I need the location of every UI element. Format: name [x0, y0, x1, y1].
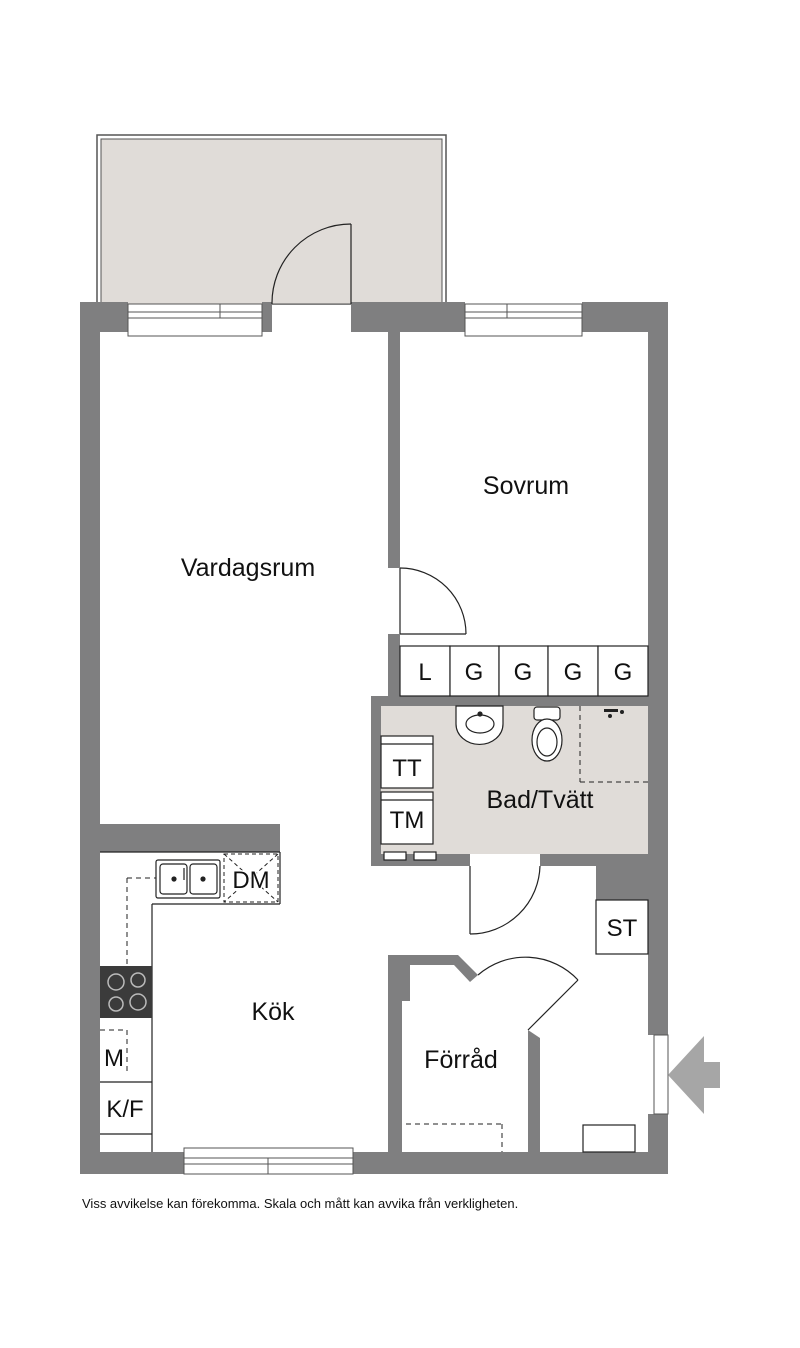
- laundry-units: [380, 735, 437, 861]
- room-label-living: Vardagsrum: [181, 554, 315, 582]
- wardrobe-label-5: G: [614, 659, 633, 686]
- washer-label: TM: [390, 807, 425, 834]
- balcony: [96, 134, 447, 305]
- counter-dash: [100, 877, 156, 1074]
- room-label-bath: Bad/Tvätt: [487, 786, 594, 814]
- wardrobe-label-4: G: [564, 659, 583, 686]
- walls: [80, 302, 668, 1174]
- sink-icon: [455, 705, 504, 745]
- toilet-icon: [531, 706, 563, 762]
- wardrobe-label-1: L: [418, 659, 431, 686]
- room-label-kitchen: Kök: [251, 998, 295, 1026]
- wardrobe-row: [399, 645, 649, 697]
- disclaimer-text: Viss avvikelse kan förekomma. Skala och …: [82, 1196, 519, 1211]
- room-label-bedroom: Sovrum: [483, 472, 569, 500]
- shower-area: [579, 706, 648, 783]
- kitchen-sink-icon: [155, 859, 221, 899]
- kitchen-counter: [100, 851, 281, 1152]
- fridge-freezer-label: K/F: [106, 1096, 143, 1123]
- stove-icon: [100, 966, 152, 1018]
- door-swing-icon: [271, 223, 579, 1031]
- closet-label: ST: [607, 915, 638, 942]
- closet-box: [595, 899, 649, 955]
- dryer-label: TT: [392, 755, 422, 782]
- entrance-opening: [653, 1034, 669, 1115]
- microwave-label: M: [104, 1045, 124, 1072]
- shower-head-icon: [604, 709, 624, 718]
- room-label-storage: Förråd: [424, 1046, 498, 1074]
- entrance-arrow-icon: [668, 1036, 720, 1114]
- windows: [127, 303, 583, 1175]
- hall-cabinet: [582, 1124, 636, 1153]
- dishwasher-label: DM: [232, 867, 269, 894]
- wardrobe-label-3: G: [514, 659, 533, 686]
- wardrobe-label-2: G: [465, 659, 484, 686]
